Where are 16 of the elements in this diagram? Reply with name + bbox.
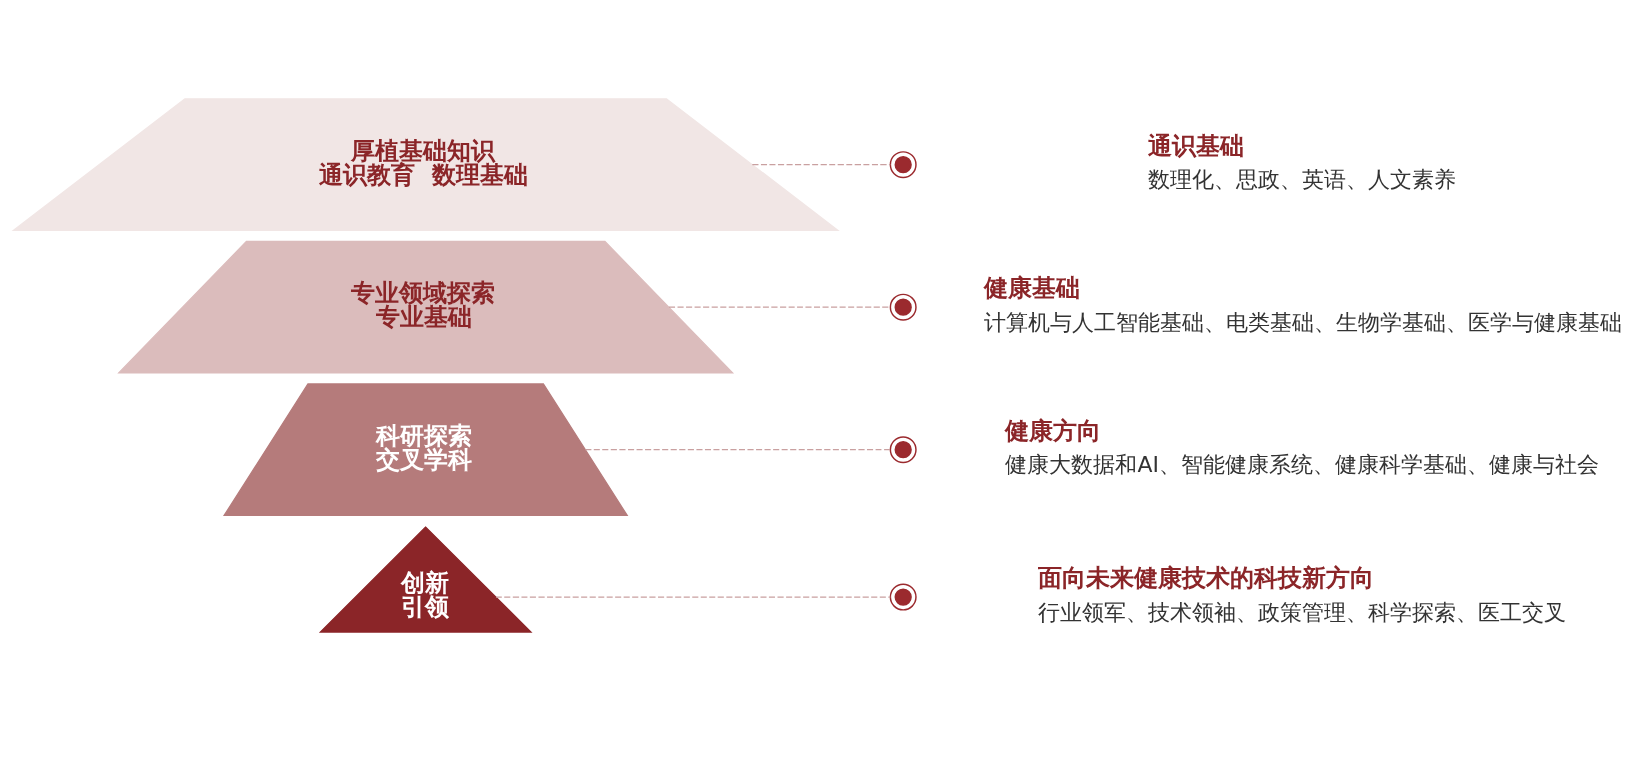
node-label: 健康方向 — [1005, 415, 1102, 445]
connector — [751, 164, 891, 166]
node-circle — [889, 583, 917, 611]
node-label: 面向未来健康技术的科技新方向 — [1038, 563, 1375, 593]
node-label: 通识基础 — [1148, 130, 1245, 160]
node-circle — [889, 293, 917, 321]
connector — [668, 306, 891, 308]
connector — [495, 596, 891, 598]
node-label: 健康大数据和AI、智能健康系统、健康科学基础、健康与社会 — [1005, 452, 1599, 478]
node-label: 计算机与人工智能基础、电类基础、生物学基础、医学与健康基础 — [983, 309, 1622, 335]
node-label: 健康基础 — [983, 273, 1080, 303]
node-circle — [889, 436, 917, 464]
connector — [584, 449, 891, 451]
node-label: 行业领军、技术领袖、政策管理、科学探索、医工交叉 — [1038, 599, 1567, 625]
node-label: 数理化、思政、英语、人文素养 — [1148, 167, 1457, 193]
node-circle — [889, 151, 917, 179]
